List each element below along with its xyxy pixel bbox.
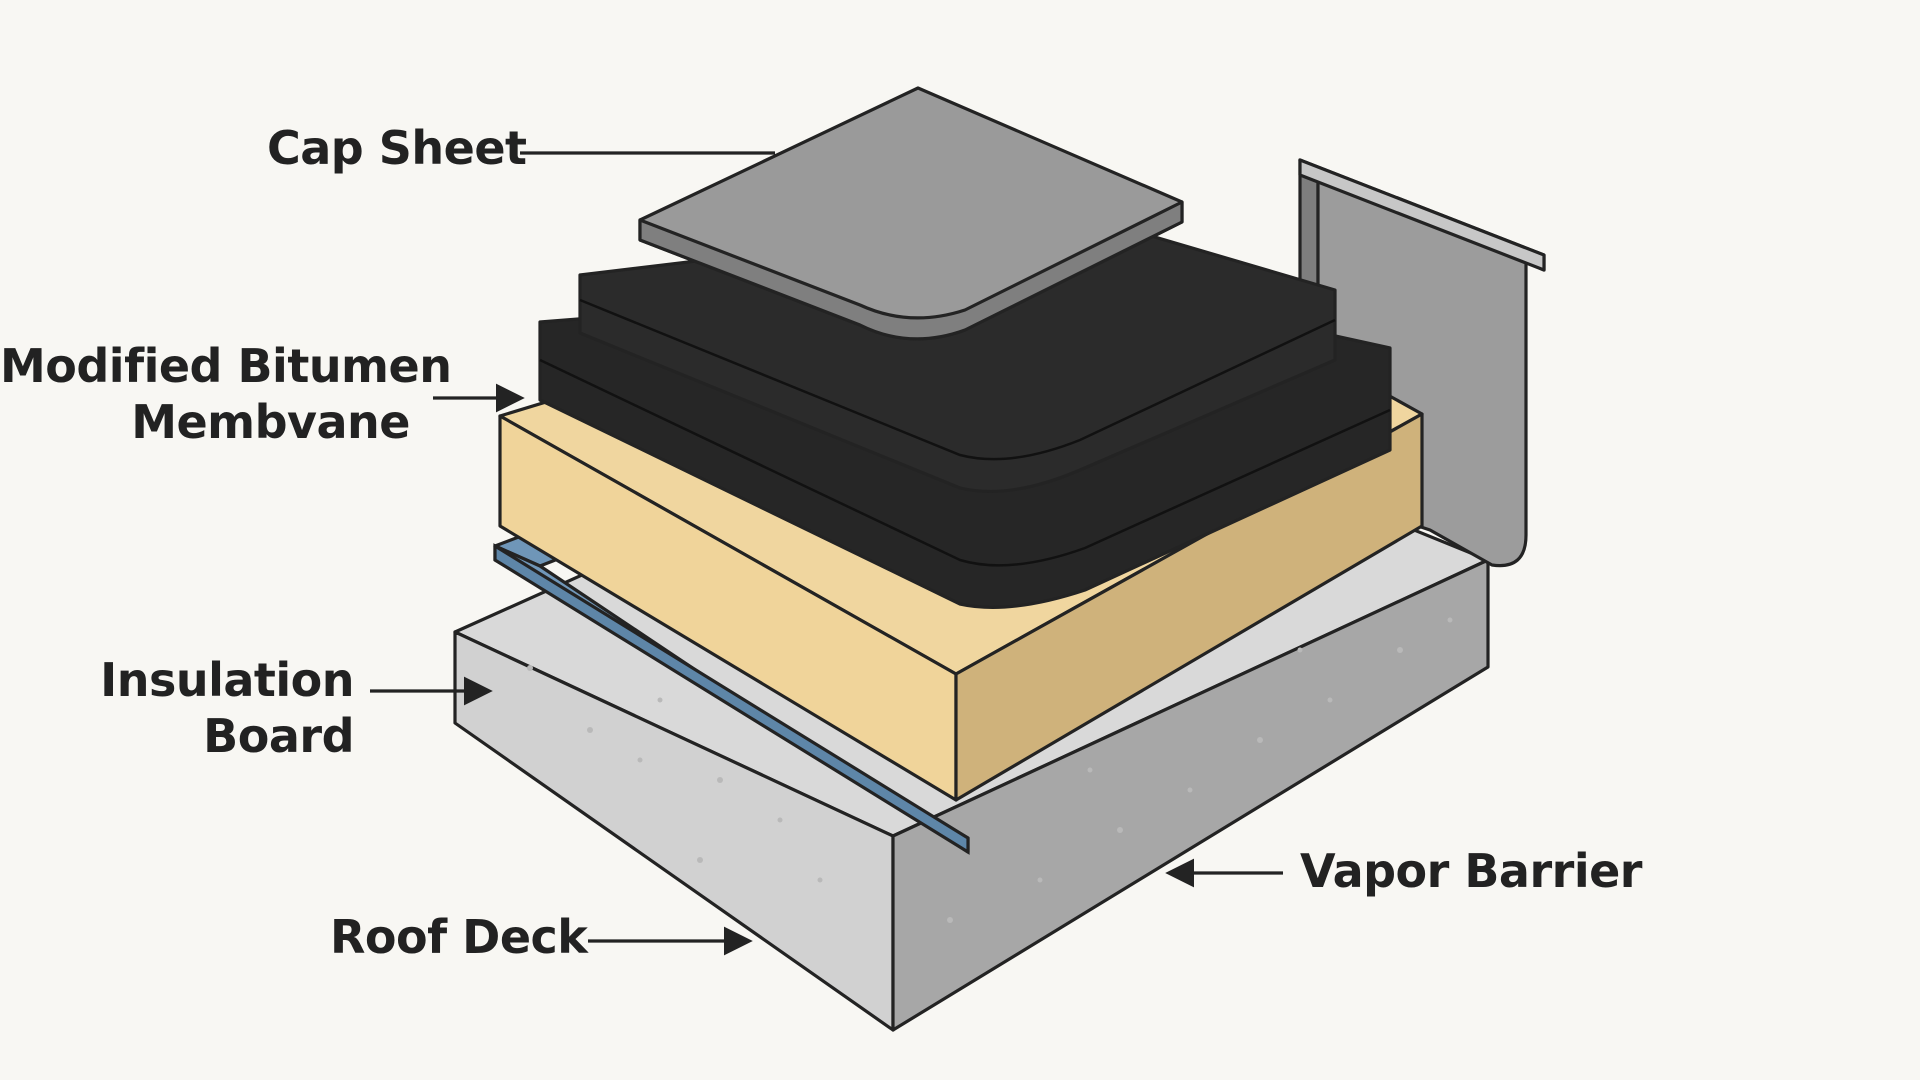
- cap-sheet-label: Cap Sheet: [267, 120, 527, 176]
- vapor-barrier-label-text: Vapor Barrier: [1300, 844, 1642, 898]
- roof-deck-label: Roof Deck: [330, 909, 588, 965]
- modified-bitumen-label: Modified Bitumen Membvane: [0, 338, 452, 450]
- modified-bitumen-label-line1: Modified Bitumen: [0, 339, 452, 393]
- insulation-label-line2: Board: [203, 709, 354, 763]
- cap-sheet-layer: [638, 86, 1184, 341]
- insulation-board-label: Insulation Board: [100, 652, 354, 764]
- vapor-barrier-label: Vapor Barrier: [1300, 843, 1642, 899]
- cap-sheet-label-text: Cap Sheet: [267, 121, 527, 175]
- insulation-label-line1: Insulation: [100, 653, 354, 707]
- modified-bitumen-label-line2: Membvane: [131, 395, 410, 449]
- concrete-speckles: [527, 617, 1453, 923]
- roof-deck-label-text: Roof Deck: [330, 910, 588, 964]
